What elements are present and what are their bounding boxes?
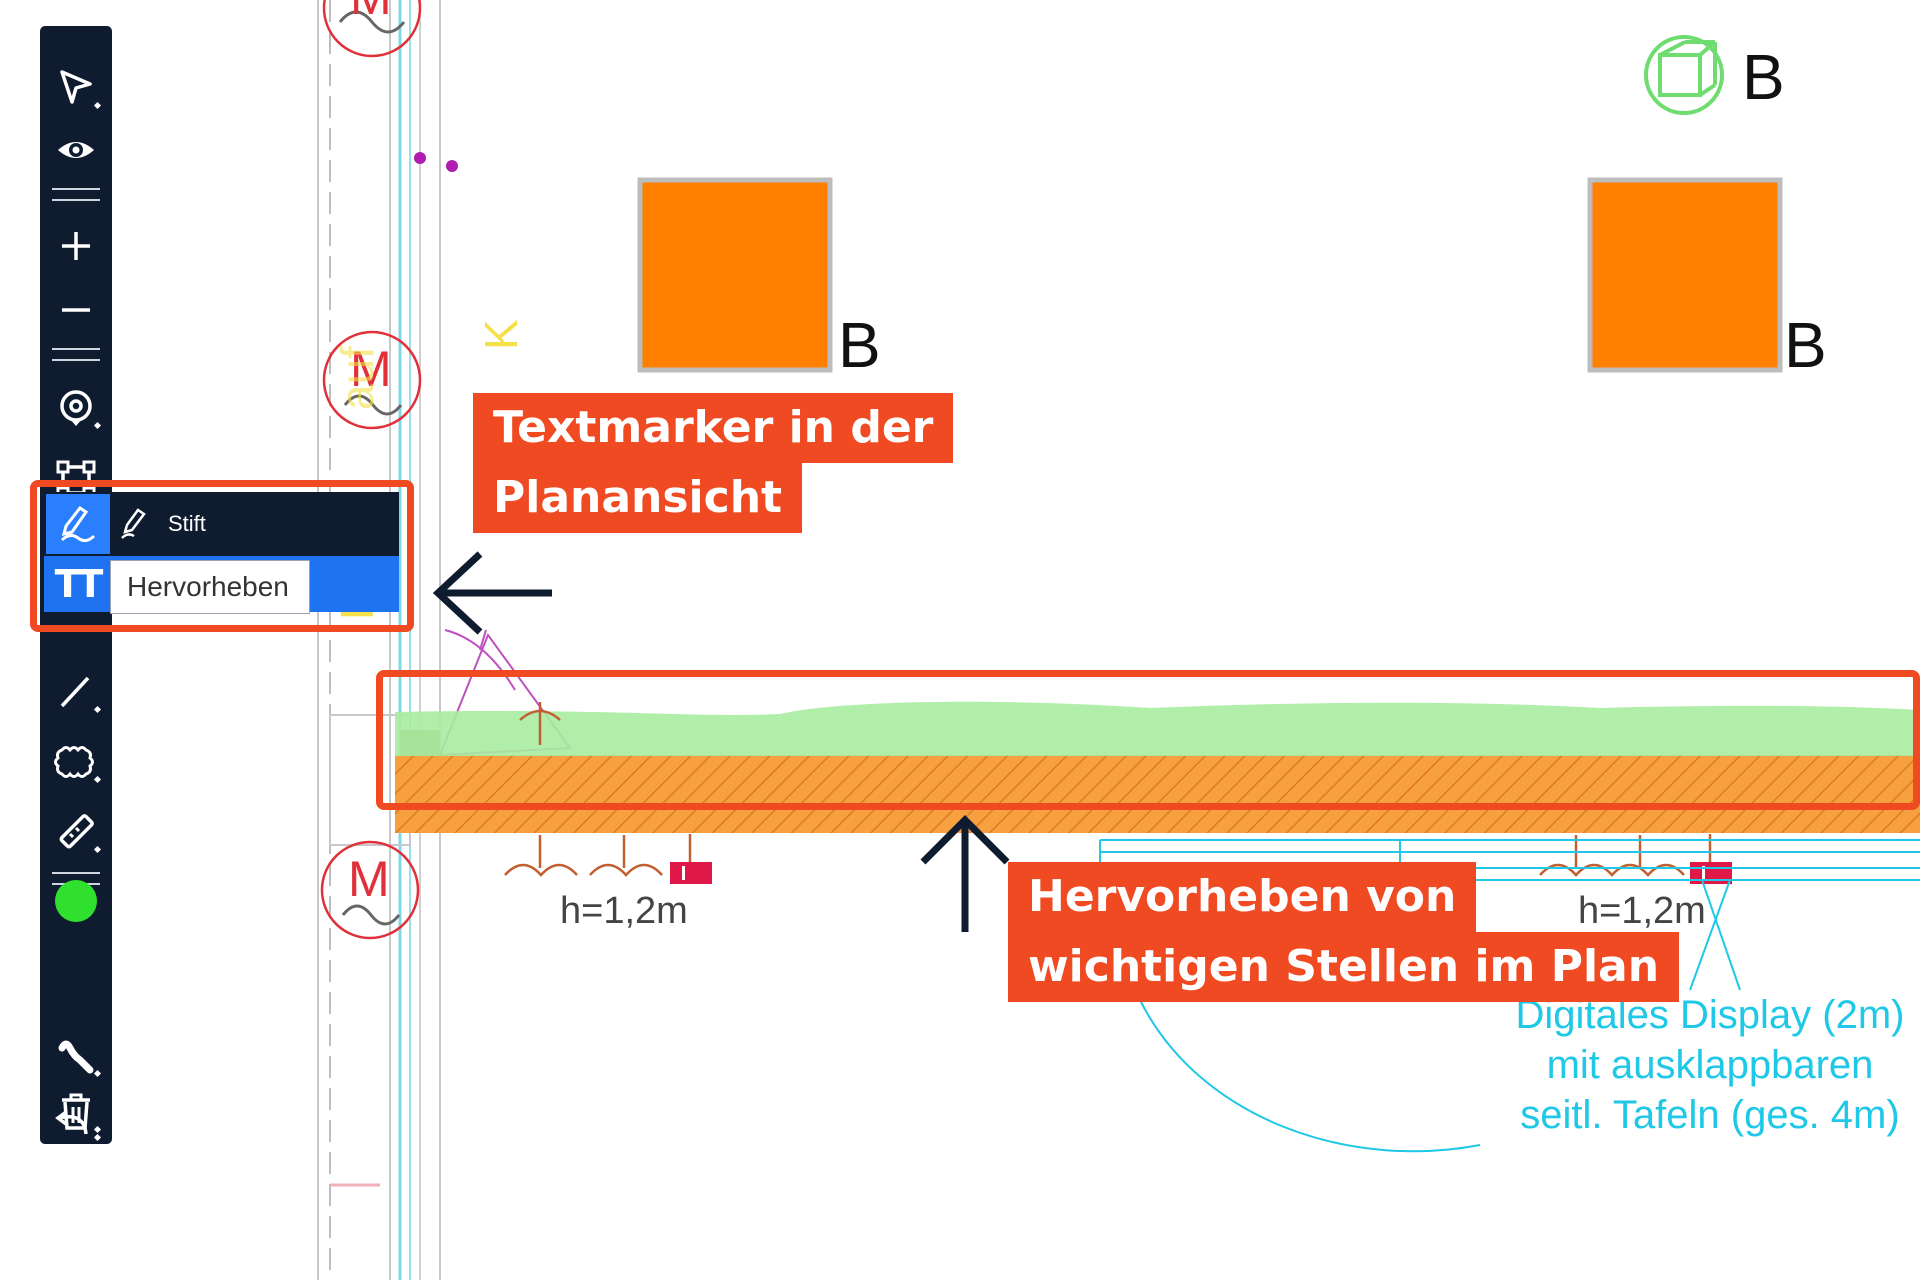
select-tool-button[interactable]	[40, 58, 112, 118]
textmarker-callout-line2: Planansicht	[473, 463, 803, 533]
hervorheben-label: Hervorheben	[127, 571, 289, 602]
room-label-k: K	[475, 319, 527, 350]
cloud-shape-icon	[54, 746, 94, 778]
stroke-icon	[58, 1040, 94, 1074]
plus-icon	[62, 232, 90, 260]
orange-box-right[interactable]	[1587, 177, 1783, 373]
hatched-wall-band	[395, 755, 1920, 833]
orange-box-left[interactable]	[637, 177, 833, 373]
pen-icon	[121, 508, 146, 539]
pen-icon	[60, 505, 96, 543]
textmarker-callout-line1: Textmarker in der	[473, 393, 954, 463]
stroke-width-button[interactable]	[40, 1026, 112, 1086]
room-label-vertical-top: auf	[331, 346, 383, 410]
label-b-box-left: B	[838, 309, 881, 381]
plan-highlight-frame	[376, 670, 1920, 810]
location-pin-icon	[60, 390, 92, 426]
pen-tool-button[interactable]	[46, 494, 110, 554]
line-tool-button[interactable]	[40, 662, 112, 722]
label-b-top: B	[1742, 41, 1785, 113]
motor-symbol-bottom	[320, 840, 420, 940]
display-note-line3: seitl. Tafeln (ges. 4m)	[1520, 1093, 1900, 1137]
stift-menu-item[interactable]: Stift	[118, 496, 388, 552]
eye-icon	[58, 142, 94, 158]
stift-label: Stift	[168, 511, 206, 536]
zoom-out-button[interactable]	[40, 280, 112, 340]
flyout-highlight-frame	[30, 480, 414, 632]
cube-icon	[1644, 35, 1724, 115]
hervorheben-menu-item[interactable]: Hervorheben	[110, 560, 310, 614]
arrow-up-icon	[920, 815, 1010, 932]
display-note-line2: mit ausklappbaren	[1546, 1043, 1874, 1087]
view-tool-button[interactable]	[40, 120, 112, 180]
text-size-icon[interactable]: TT	[54, 562, 104, 606]
display-note: Digitales Display (2m) mit ausklappbaren…	[1500, 990, 1920, 1140]
line-icon	[60, 676, 90, 708]
height-label-left: h=1,2m	[560, 890, 688, 932]
pointer-icon	[60, 70, 92, 104]
color-dot-icon[interactable]	[55, 880, 97, 922]
ruler-icon	[59, 814, 94, 849]
motor-label-top: M	[350, 0, 392, 26]
height-label-right: h=1,2m	[1578, 890, 1706, 932]
delete-button[interactable]	[40, 1082, 112, 1142]
trash-icon	[62, 1093, 90, 1130]
motor-label-bottom: M	[348, 851, 390, 907]
label-b-box-right: B	[1784, 309, 1827, 381]
pin-tool-button[interactable]	[40, 378, 112, 438]
hervorheben-callout-line2: wichtigen Stellen im Plan	[1008, 932, 1680, 1002]
motor-symbol-middle	[322, 330, 422, 430]
toolbar-separator	[52, 188, 100, 201]
zoom-in-button[interactable]	[40, 216, 112, 276]
toolbar-separator	[52, 348, 100, 361]
arrow-left-icon	[432, 551, 552, 635]
motor-symbol-top	[322, 0, 422, 58]
motor-label-middle: M	[350, 341, 392, 397]
measure-tool-button[interactable]	[40, 802, 112, 862]
minus-icon	[62, 308, 90, 312]
hervorheben-callout-line1: Hervorheben von	[1008, 862, 1477, 932]
cloud-tool-button[interactable]	[40, 732, 112, 792]
green-highlight-stroke[interactable]	[395, 701, 1920, 756]
